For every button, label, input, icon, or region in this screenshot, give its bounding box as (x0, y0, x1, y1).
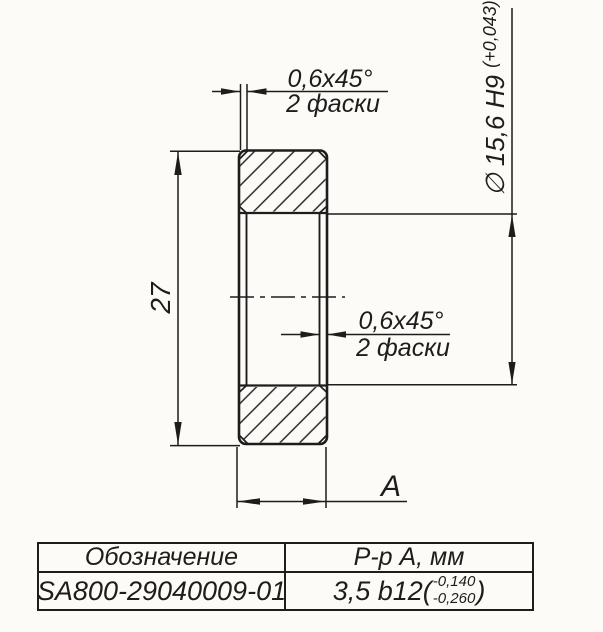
bore-diameter-main: ∅ 15,6 H9 (480, 75, 510, 196)
spec-table-header-designation: Обозначение (39, 543, 286, 573)
dimension-width-A (236, 447, 407, 508)
outer-chamfer-note: 2 фаски (285, 90, 380, 118)
size-close-paren: ) (476, 575, 486, 606)
top-hatch-area (240, 151, 326, 212)
bore-diameter-tolerance: (+0,043) (480, 0, 500, 68)
size-tolerance-lower: -0,260 (432, 590, 476, 607)
dimension-height-27 (170, 150, 240, 447)
part-section-view (230, 149, 345, 446)
dimension-outer-chamfer (212, 84, 388, 150)
size-tolerance-upper: -0,140 (432, 572, 476, 590)
size-main-text: 3,5 b12( (332, 575, 432, 606)
spec-table-header-size: Р-р А, мм (286, 543, 532, 573)
size-tolerance-stack: -0,140-0,260 (433, 573, 476, 608)
width-dim-label: A (379, 470, 401, 503)
dimension-bore-diameter (328, 8, 517, 386)
bore-chamfer-value: 0,6x45° (358, 307, 443, 335)
bore-chamfer-edges (238, 205, 328, 394)
bore-chamfer-note: 2 фаски (355, 334, 450, 362)
spec-table: Обозначение Р-р А, мм SA800-29040009-01 … (37, 542, 534, 611)
dimension-bore-chamfer (281, 331, 450, 338)
spec-table-size-value: 3,5 b12(-0,140-0,260) (286, 573, 532, 609)
outer-chamfer-value: 0,6x45° (287, 65, 372, 93)
bore-diameter-text: ∅ 15,6 H9 (+0,043) (480, 0, 510, 196)
spec-table-designation-value: SA800-29040009-01 (37, 573, 286, 609)
height-dim-text: 27 (145, 281, 176, 315)
outer-chamfer-edges (238, 149, 328, 445)
bottom-hatch-area (240, 387, 326, 443)
